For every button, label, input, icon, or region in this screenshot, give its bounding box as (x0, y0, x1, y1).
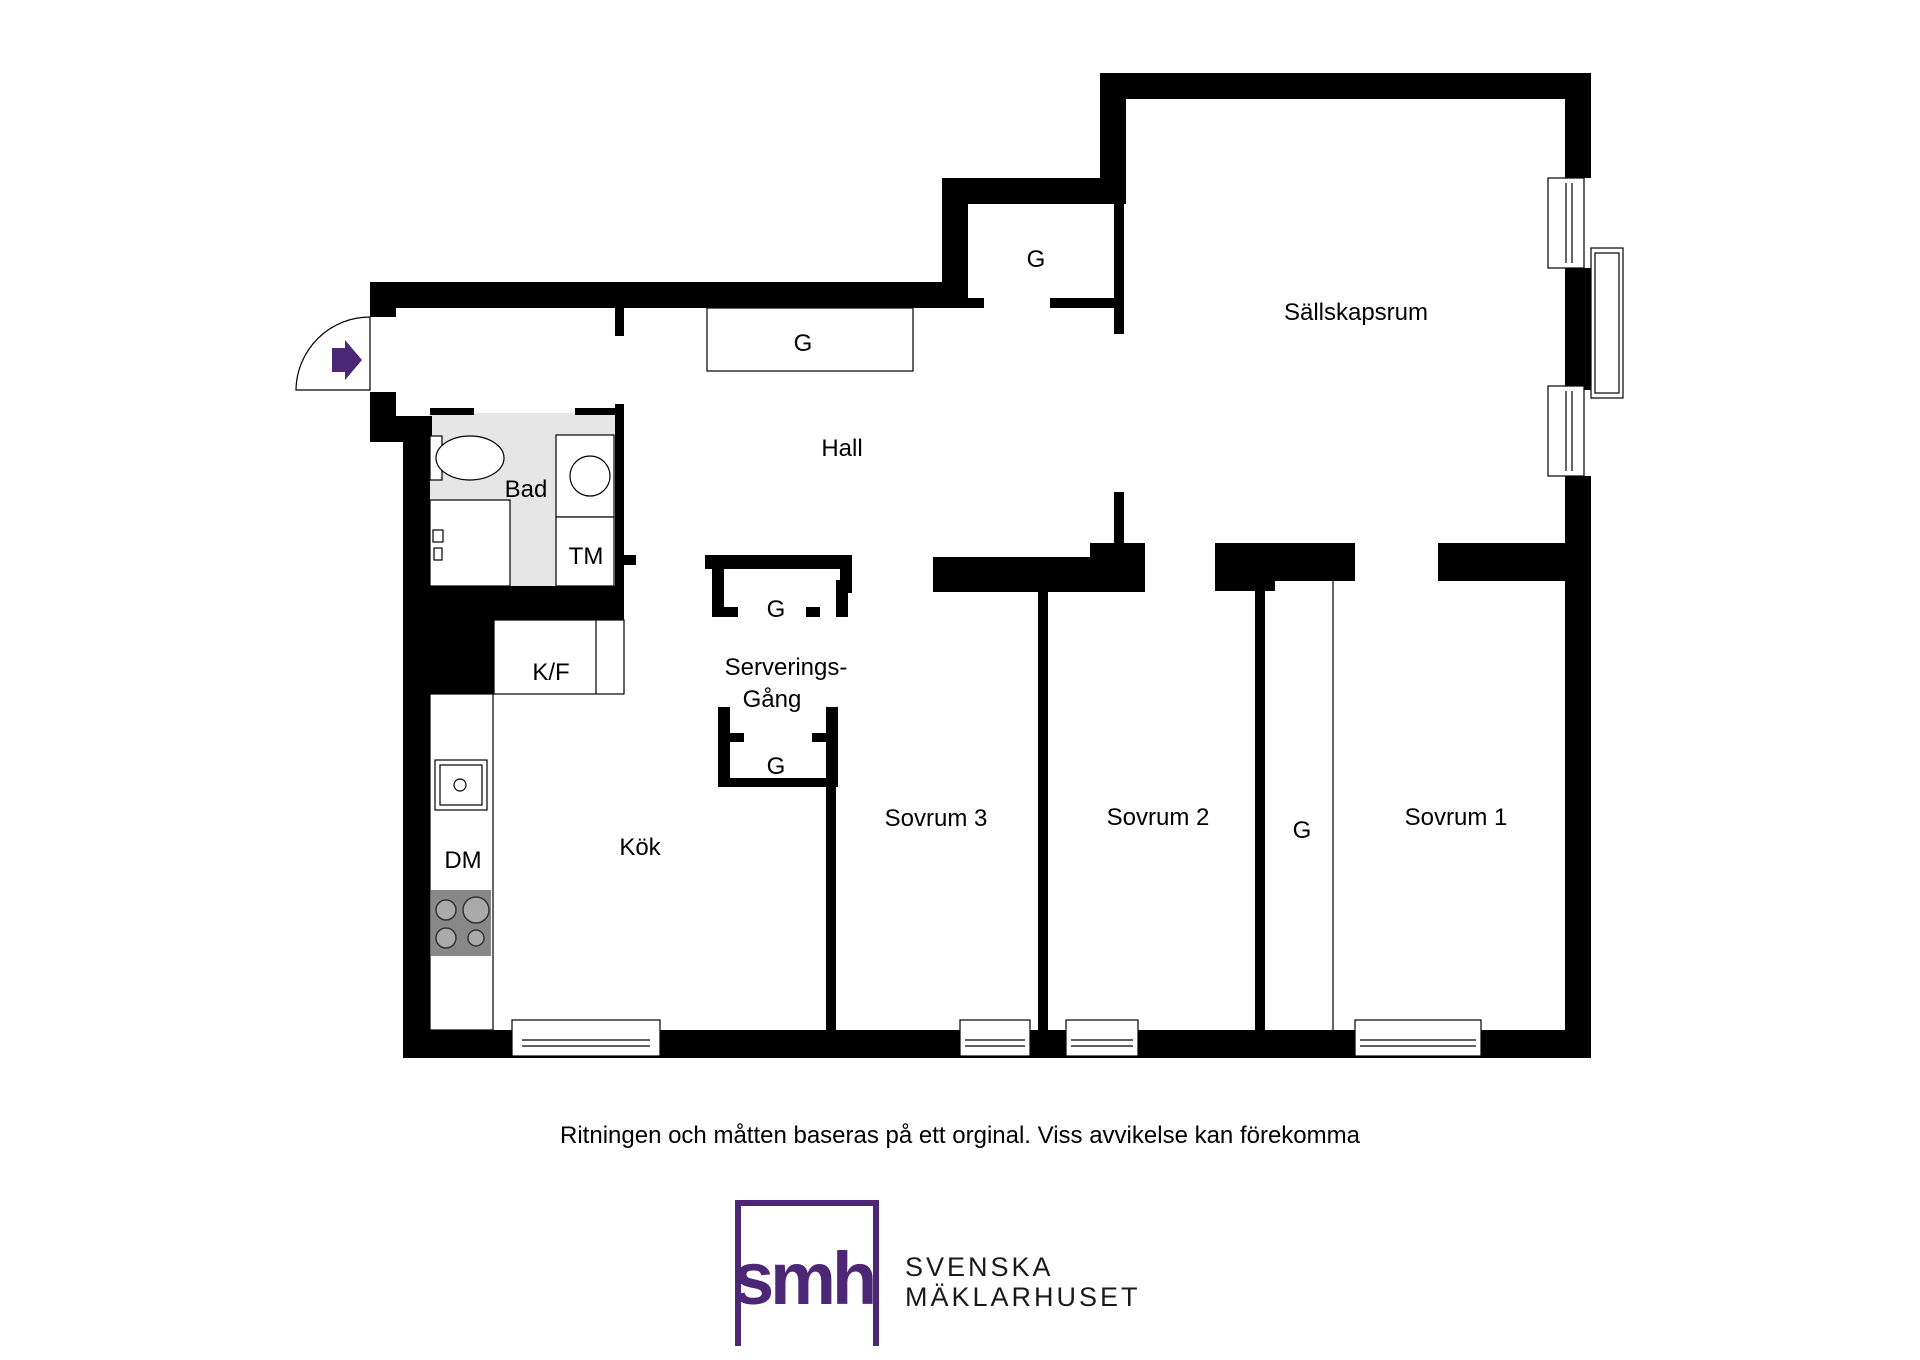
label-sovrum1: Sovrum 1 (1405, 804, 1508, 831)
label-sovrum3: Sovrum 3 (885, 805, 988, 832)
label-hall: Hall (821, 435, 862, 462)
label-garderob-serv-bottom: G (767, 753, 786, 780)
label-garderob-serv-top: G (767, 596, 786, 623)
label-serveringsgang-1: Serverings- (725, 654, 848, 681)
floor-plan: Sällskapsrum Hall G G Bad TM K/F G Serve… (295, 73, 1624, 1058)
logo-frame (735, 1200, 879, 1346)
logo-mark: smh (733, 1237, 885, 1320)
label-sallskapsrum: Sällskapsrum (1284, 299, 1428, 326)
interior-walls (430, 204, 1566, 1030)
entrance-door-swing (295, 316, 371, 391)
label-tm: TM (569, 543, 604, 570)
label-garderob-top: G (1027, 246, 1046, 273)
hall-wardrobe (706, 307, 914, 372)
brand-line-2: MÄKLARHUSET (905, 1282, 1141, 1312)
bathroom-fixtures (429, 434, 615, 587)
kitchen-fixtures (429, 619, 625, 1031)
brand-line-1: SVENSKA (905, 1252, 1054, 1282)
label-garderob-hall: G (794, 330, 813, 357)
disclaimer-caption: Ritningen och måtten baseras på ett orgi… (560, 1122, 1360, 1149)
label-kok: Kök (619, 834, 661, 861)
label-garderob-sovrum: G (1293, 817, 1312, 844)
logo-mark-text: smh (735, 1246, 873, 1316)
label-serveringsgang-2: Gång (743, 686, 802, 713)
label-dm: DM (444, 847, 481, 874)
label-sovrum2: Sovrum 2 (1107, 804, 1210, 831)
entrance-arrow-icon (332, 340, 362, 380)
room-labels: Sällskapsrum Hall G G Bad TM K/F G Serve… (444, 246, 1507, 874)
label-kf: K/F (532, 659, 569, 686)
company-logo: smh SVENSKA MÄKLARHUSET (733, 1200, 1155, 1360)
label-bad: Bad (505, 476, 548, 503)
windows (511, 177, 1624, 1057)
